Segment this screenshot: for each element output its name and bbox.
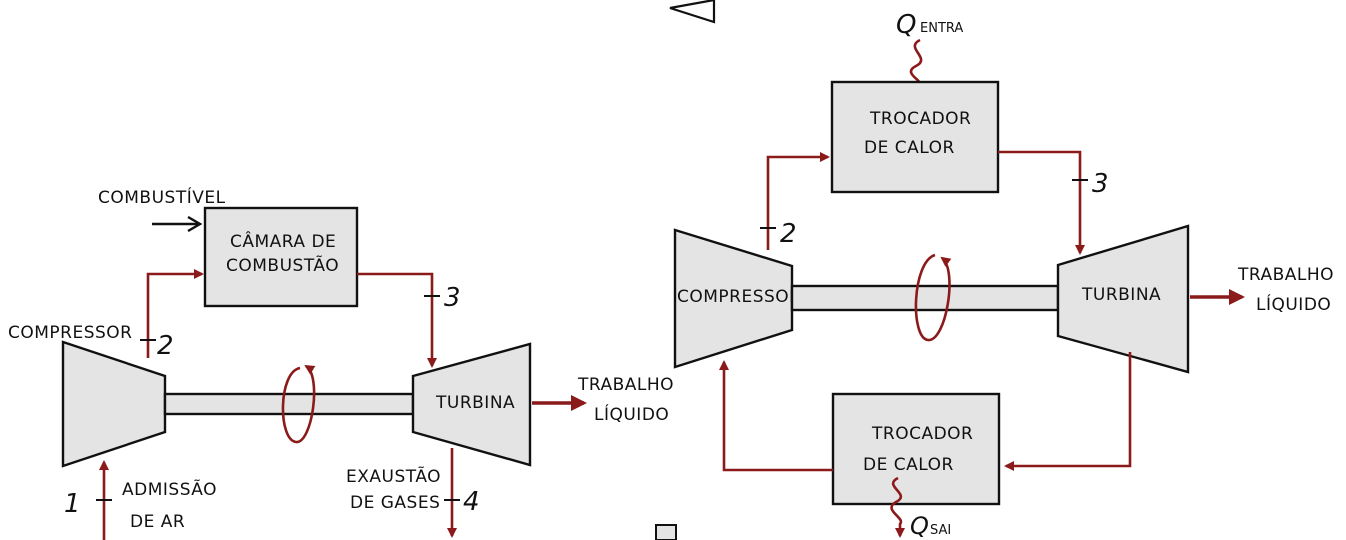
inlet-label-line2: DE AR xyxy=(130,512,185,532)
state-1-label: 1 xyxy=(64,489,81,519)
hx-bottom-label-line2: DE CALOR xyxy=(863,455,954,475)
state-3-label-right: 3 xyxy=(1092,169,1109,199)
heat-exchanger-bottom xyxy=(831,392,1001,506)
combustor-label-line2: COMBUSTÃO xyxy=(226,254,339,276)
exhaust-label-line1: EXAUSTÃO xyxy=(346,465,441,487)
heat-out-arrow xyxy=(890,476,905,538)
q-in-symbol: Q xyxy=(896,10,916,40)
panel-artifact-top xyxy=(669,0,716,24)
combustion-chamber xyxy=(203,206,359,308)
exhaust-label-line2: DE GASES xyxy=(350,493,440,513)
compressor-label-left: COMPRESSOR xyxy=(8,323,133,343)
net-work-label-right-line1: TRABALHO xyxy=(1237,265,1334,285)
fuel-label: COMBUSTÍVEL xyxy=(98,186,226,208)
flow-3-right xyxy=(998,150,1085,255)
state-2-label-left: 2 xyxy=(157,331,174,361)
net-work-label-left-line2: LÍQUIDO xyxy=(594,403,669,425)
hx-top-label-line1: TROCADOR xyxy=(869,109,971,129)
shaft-right xyxy=(790,284,1060,312)
flow-3-left xyxy=(357,272,437,368)
flow-2-left xyxy=(146,269,204,358)
compressor-right xyxy=(673,228,794,369)
closed-cycle-diagram: Q ENTRA TROCADOR DE CALOR COMPRESSOR TUR… xyxy=(673,10,1334,540)
inlet-label-line1: ADMISSÃO xyxy=(122,478,217,500)
q-out-symbol: Q xyxy=(910,512,929,540)
flow-4-right xyxy=(1004,352,1132,471)
flow-1-right xyxy=(719,360,833,472)
turbine-label-right: TURBINA xyxy=(1081,285,1161,305)
state-3-label-left: 3 xyxy=(444,283,461,313)
rotation-arrow-right xyxy=(914,253,952,342)
q-in-subscript: ENTRA xyxy=(920,21,963,36)
turbine-left xyxy=(411,342,532,467)
heat-exchanger-top xyxy=(830,80,1000,194)
turbine-right xyxy=(1056,224,1190,374)
open-cycle-diagram: COMBUSTÍVEL CÂMARA DE COMBUSTÃO COMPRESS… xyxy=(8,186,674,540)
state-4-label: 4 xyxy=(463,487,480,517)
shaft-left xyxy=(163,392,415,416)
state-2-label-right: 2 xyxy=(780,219,797,249)
flow-2-right xyxy=(766,152,830,250)
rotation-arrow-left xyxy=(281,364,316,444)
panel-artifact-bottom xyxy=(655,524,677,540)
net-work-label-left-line1: TRABALHO xyxy=(577,375,674,395)
compressor-left xyxy=(61,340,167,468)
q-out-subscript: SAI xyxy=(930,523,951,538)
turbine-label-left: TURBINA xyxy=(435,393,515,413)
hx-top-label-line2: DE CALOR xyxy=(864,138,955,158)
compressor-label-right: COMPRESSOR xyxy=(677,287,802,307)
hx-bottom-label-line1: TROCADOR xyxy=(871,424,973,444)
net-work-label-right-line2: LÍQUIDO xyxy=(1256,293,1331,315)
combustor-label-line1: CÂMARA DE xyxy=(230,230,336,252)
